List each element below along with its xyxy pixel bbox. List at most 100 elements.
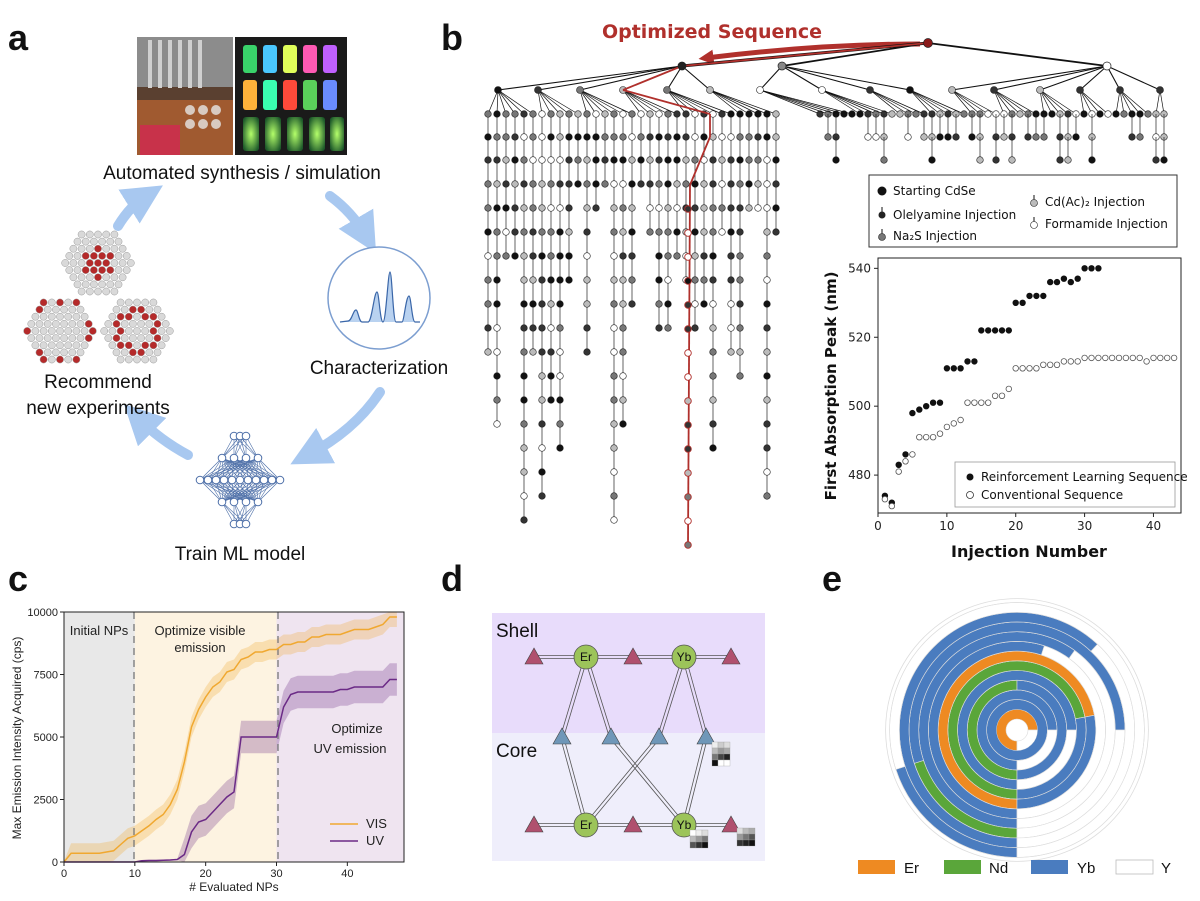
tree-node bbox=[655, 228, 663, 236]
legend-vis: VIS bbox=[366, 816, 387, 831]
atom bbox=[73, 266, 82, 274]
tree-node bbox=[920, 133, 928, 141]
atom bbox=[88, 327, 97, 335]
nn-node bbox=[211, 475, 221, 485]
tree-node bbox=[655, 324, 663, 332]
rl-point bbox=[1012, 299, 1019, 306]
transfer-edge bbox=[685, 737, 708, 826]
transfer-edge bbox=[560, 656, 585, 737]
tree-node bbox=[700, 252, 708, 260]
nn-edge bbox=[239, 457, 259, 481]
tree-node bbox=[709, 180, 717, 188]
tree-node bbox=[538, 252, 546, 260]
matrix-cell bbox=[711, 753, 719, 761]
tree-node bbox=[772, 180, 780, 188]
tree-node bbox=[673, 156, 681, 164]
tree-node bbox=[484, 324, 492, 332]
atom bbox=[106, 280, 115, 289]
tree-edge bbox=[821, 89, 885, 115]
tree-node bbox=[718, 228, 726, 236]
tree-node bbox=[700, 133, 708, 141]
tree-node bbox=[736, 133, 744, 141]
tree-node bbox=[601, 110, 609, 118]
atom bbox=[110, 287, 119, 296]
tree-edge bbox=[759, 89, 853, 115]
tree-node bbox=[673, 110, 681, 118]
emission-xtick-label: 30 bbox=[270, 868, 282, 880]
matrix-cell bbox=[695, 829, 703, 837]
tree-node bbox=[502, 180, 510, 188]
optimized-path-node bbox=[684, 205, 692, 213]
intermediate-triangle bbox=[601, 727, 621, 745]
tree-node bbox=[928, 156, 936, 164]
matrix-cell bbox=[723, 747, 731, 755]
atom bbox=[153, 305, 162, 314]
tree-node bbox=[976, 156, 984, 164]
region-visible-label-2: emission bbox=[174, 640, 225, 655]
tree-node bbox=[664, 110, 672, 118]
tree-node bbox=[745, 156, 753, 164]
tree-edge bbox=[497, 89, 516, 115]
tree-node bbox=[984, 110, 992, 118]
tree-node bbox=[896, 110, 904, 118]
tree-node bbox=[493, 228, 501, 236]
tree-node bbox=[511, 156, 519, 164]
panel-b: b Optimized Sequence Starting CdSe Olely… bbox=[441, 17, 1188, 561]
optimized-path-node bbox=[684, 349, 692, 357]
transfer-edge bbox=[609, 737, 684, 827]
tree-edge bbox=[1039, 89, 1077, 115]
tree-node bbox=[484, 300, 492, 308]
tree-edge bbox=[579, 89, 633, 115]
tree-edge bbox=[869, 89, 917, 115]
nn-edge bbox=[239, 435, 259, 459]
rl-point bbox=[1005, 327, 1012, 334]
tree-node bbox=[520, 300, 528, 308]
confidence-band-uv bbox=[64, 663, 397, 862]
tree-node bbox=[763, 252, 771, 260]
tree-node bbox=[936, 133, 944, 141]
tree-node bbox=[763, 156, 771, 164]
tree-node bbox=[520, 110, 528, 118]
panel-a: a bbox=[8, 17, 448, 565]
tree-node bbox=[1000, 133, 1008, 141]
tree-edge bbox=[869, 89, 925, 115]
nn-edge bbox=[245, 479, 273, 503]
tree-node bbox=[872, 133, 880, 141]
legend-starting: Starting CdSe bbox=[893, 184, 976, 198]
conventional-point bbox=[1026, 365, 1033, 372]
atom bbox=[112, 334, 121, 342]
atom bbox=[153, 334, 162, 342]
tree-node bbox=[709, 300, 717, 308]
tree-edge bbox=[951, 89, 989, 115]
atom bbox=[47, 355, 56, 364]
atom bbox=[114, 252, 123, 260]
rl-point bbox=[1026, 292, 1033, 300]
recommend-caption-1: Recommend bbox=[44, 372, 152, 393]
intermediate-triangle bbox=[649, 727, 669, 745]
rl-point bbox=[971, 358, 978, 365]
nn-edge bbox=[215, 457, 247, 481]
matrix-cell bbox=[689, 835, 697, 843]
emission-xtick-label: 40 bbox=[341, 868, 353, 880]
legend-conventional-sequence: Conventional Sequence bbox=[981, 488, 1123, 502]
atom bbox=[77, 287, 86, 296]
atom bbox=[73, 280, 82, 289]
atom bbox=[133, 312, 141, 321]
tree-node bbox=[610, 110, 618, 118]
tree-node bbox=[745, 110, 753, 118]
tree-node bbox=[592, 156, 600, 164]
atom bbox=[104, 334, 113, 342]
atom bbox=[133, 341, 141, 350]
phase-region bbox=[276, 612, 404, 862]
shell-label: Shell bbox=[496, 621, 538, 642]
tree-node bbox=[619, 252, 627, 260]
atom bbox=[112, 320, 121, 328]
tree-node bbox=[547, 324, 555, 332]
tree-node bbox=[484, 276, 492, 284]
nn-edge bbox=[245, 457, 281, 481]
neural-network-icon bbox=[195, 431, 285, 529]
nn-node bbox=[241, 431, 251, 441]
tree-node bbox=[538, 492, 546, 500]
tree-node bbox=[511, 252, 519, 260]
atom bbox=[43, 305, 52, 314]
